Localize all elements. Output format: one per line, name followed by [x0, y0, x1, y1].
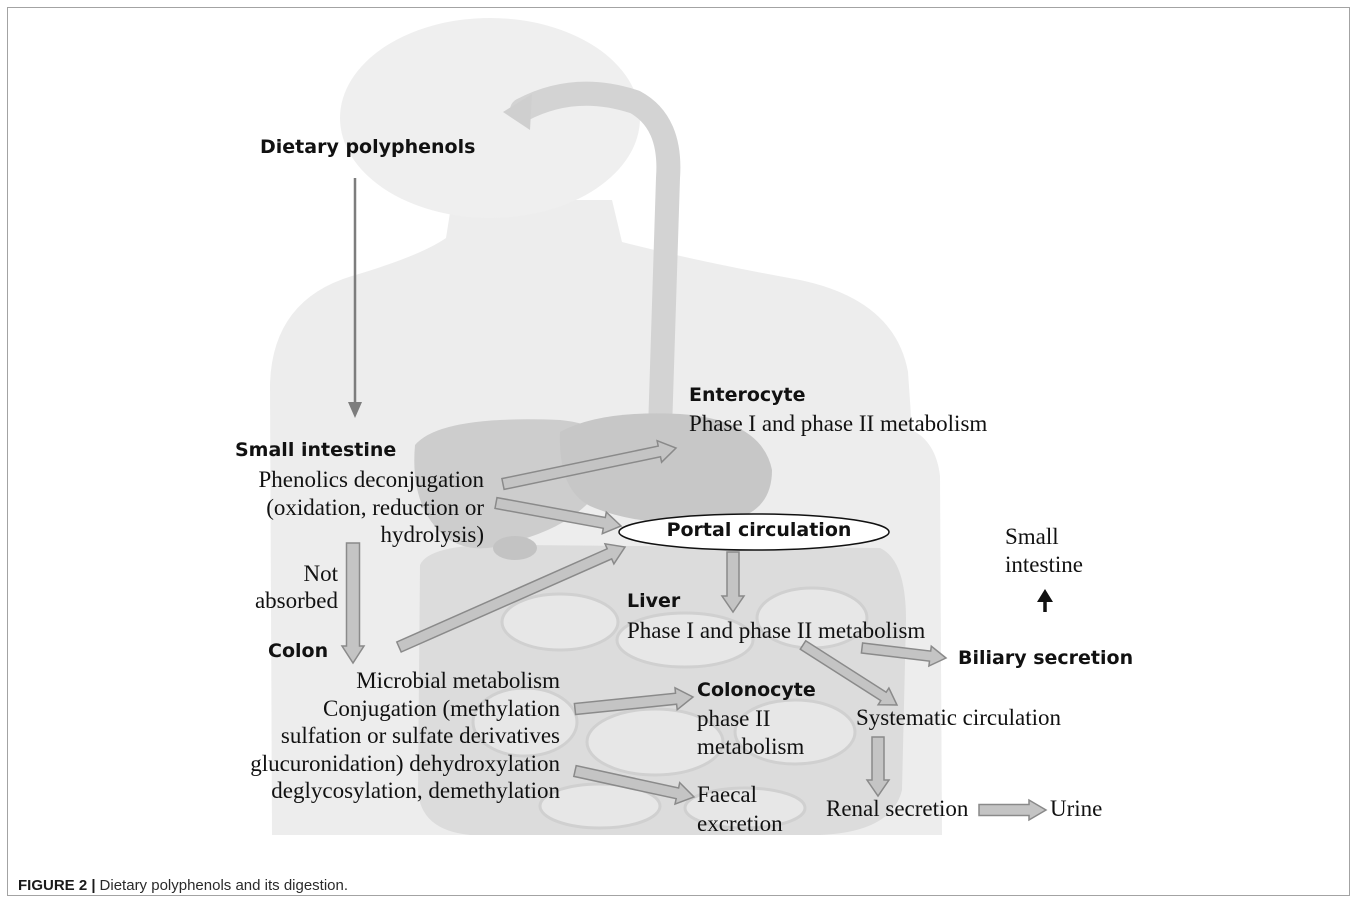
- not-absorbed-line: Not: [255, 560, 338, 587]
- caption-label: FIGURE 2 |: [18, 877, 96, 894]
- up-arrow-icon: [1037, 589, 1053, 612]
- biliary-secretion-label: Biliary secretion: [958, 646, 1133, 670]
- caption-text: Dietary polyphenols and its digestion.: [100, 877, 348, 894]
- small-intestine-right-line: intestine: [1005, 551, 1083, 579]
- small-intestine-description: Phenolics deconjugation (oxidation, redu…: [259, 466, 485, 549]
- colon-title: Colon: [268, 639, 328, 663]
- liver-title: Liver: [627, 589, 680, 613]
- small-intestine-line: hydrolysis): [259, 521, 485, 549]
- small-intestine-title: Small intestine: [235, 438, 396, 462]
- enterocyte-description: Phase I and phase II metabolism: [689, 410, 987, 438]
- liver-description: Phase I and phase II metabolism: [627, 617, 925, 645]
- faecal-excretion-label: Faecal excretion: [697, 780, 783, 838]
- not-absorbed-line: absorbed: [255, 587, 338, 614]
- intestine-loop: [502, 594, 618, 650]
- colon-line: sulfation or sulfate derivatives: [250, 722, 560, 750]
- gallbladder-shape: [493, 536, 537, 560]
- small-intestine-line: (oxidation, reduction or: [259, 494, 485, 522]
- figure-caption: FIGURE 2 |Dietary polyphenols and its di…: [18, 876, 348, 896]
- small-intestine-right-label: Small intestine: [1005, 523, 1083, 579]
- colon-description: Microbial metabolism Conjugation (methyl…: [250, 667, 560, 805]
- head-shape: [340, 18, 640, 218]
- small-intestine-line: Phenolics deconjugation: [259, 466, 485, 494]
- enterocyte-title: Enterocyte: [689, 383, 806, 407]
- colonocyte-title: Colonocyte: [697, 678, 816, 702]
- colonocyte-description: phase II metabolism: [697, 705, 804, 761]
- colonocyte-line: metabolism: [697, 733, 804, 761]
- not-absorbed-label: Not absorbed: [255, 560, 338, 614]
- small-intestine-right-line: Small: [1005, 523, 1083, 551]
- colon-line: Conjugation (methylation: [250, 695, 560, 723]
- faecal-line: excretion: [697, 809, 783, 838]
- colonocyte-line: phase II: [697, 705, 804, 733]
- colon-line: glucuronidation) dehydroxylation: [250, 750, 560, 778]
- colon-line: Microbial metabolism: [250, 667, 560, 695]
- urine-label: Urine: [1050, 795, 1102, 823]
- arrow-renal-to-urine: [979, 800, 1046, 820]
- renal-secretion-label: Renal secretion: [826, 795, 968, 823]
- up-arrow-head: [1037, 589, 1053, 602]
- portal-circulation-label: Portal circulation: [624, 518, 894, 542]
- systematic-circulation-label: Systematic circulation: [856, 704, 1061, 732]
- colon-line: deglycosylation, demethylation: [250, 777, 560, 805]
- dietary-polyphenols-label: Dietary polyphenols: [260, 135, 475, 159]
- faecal-line: Faecal: [697, 780, 783, 809]
